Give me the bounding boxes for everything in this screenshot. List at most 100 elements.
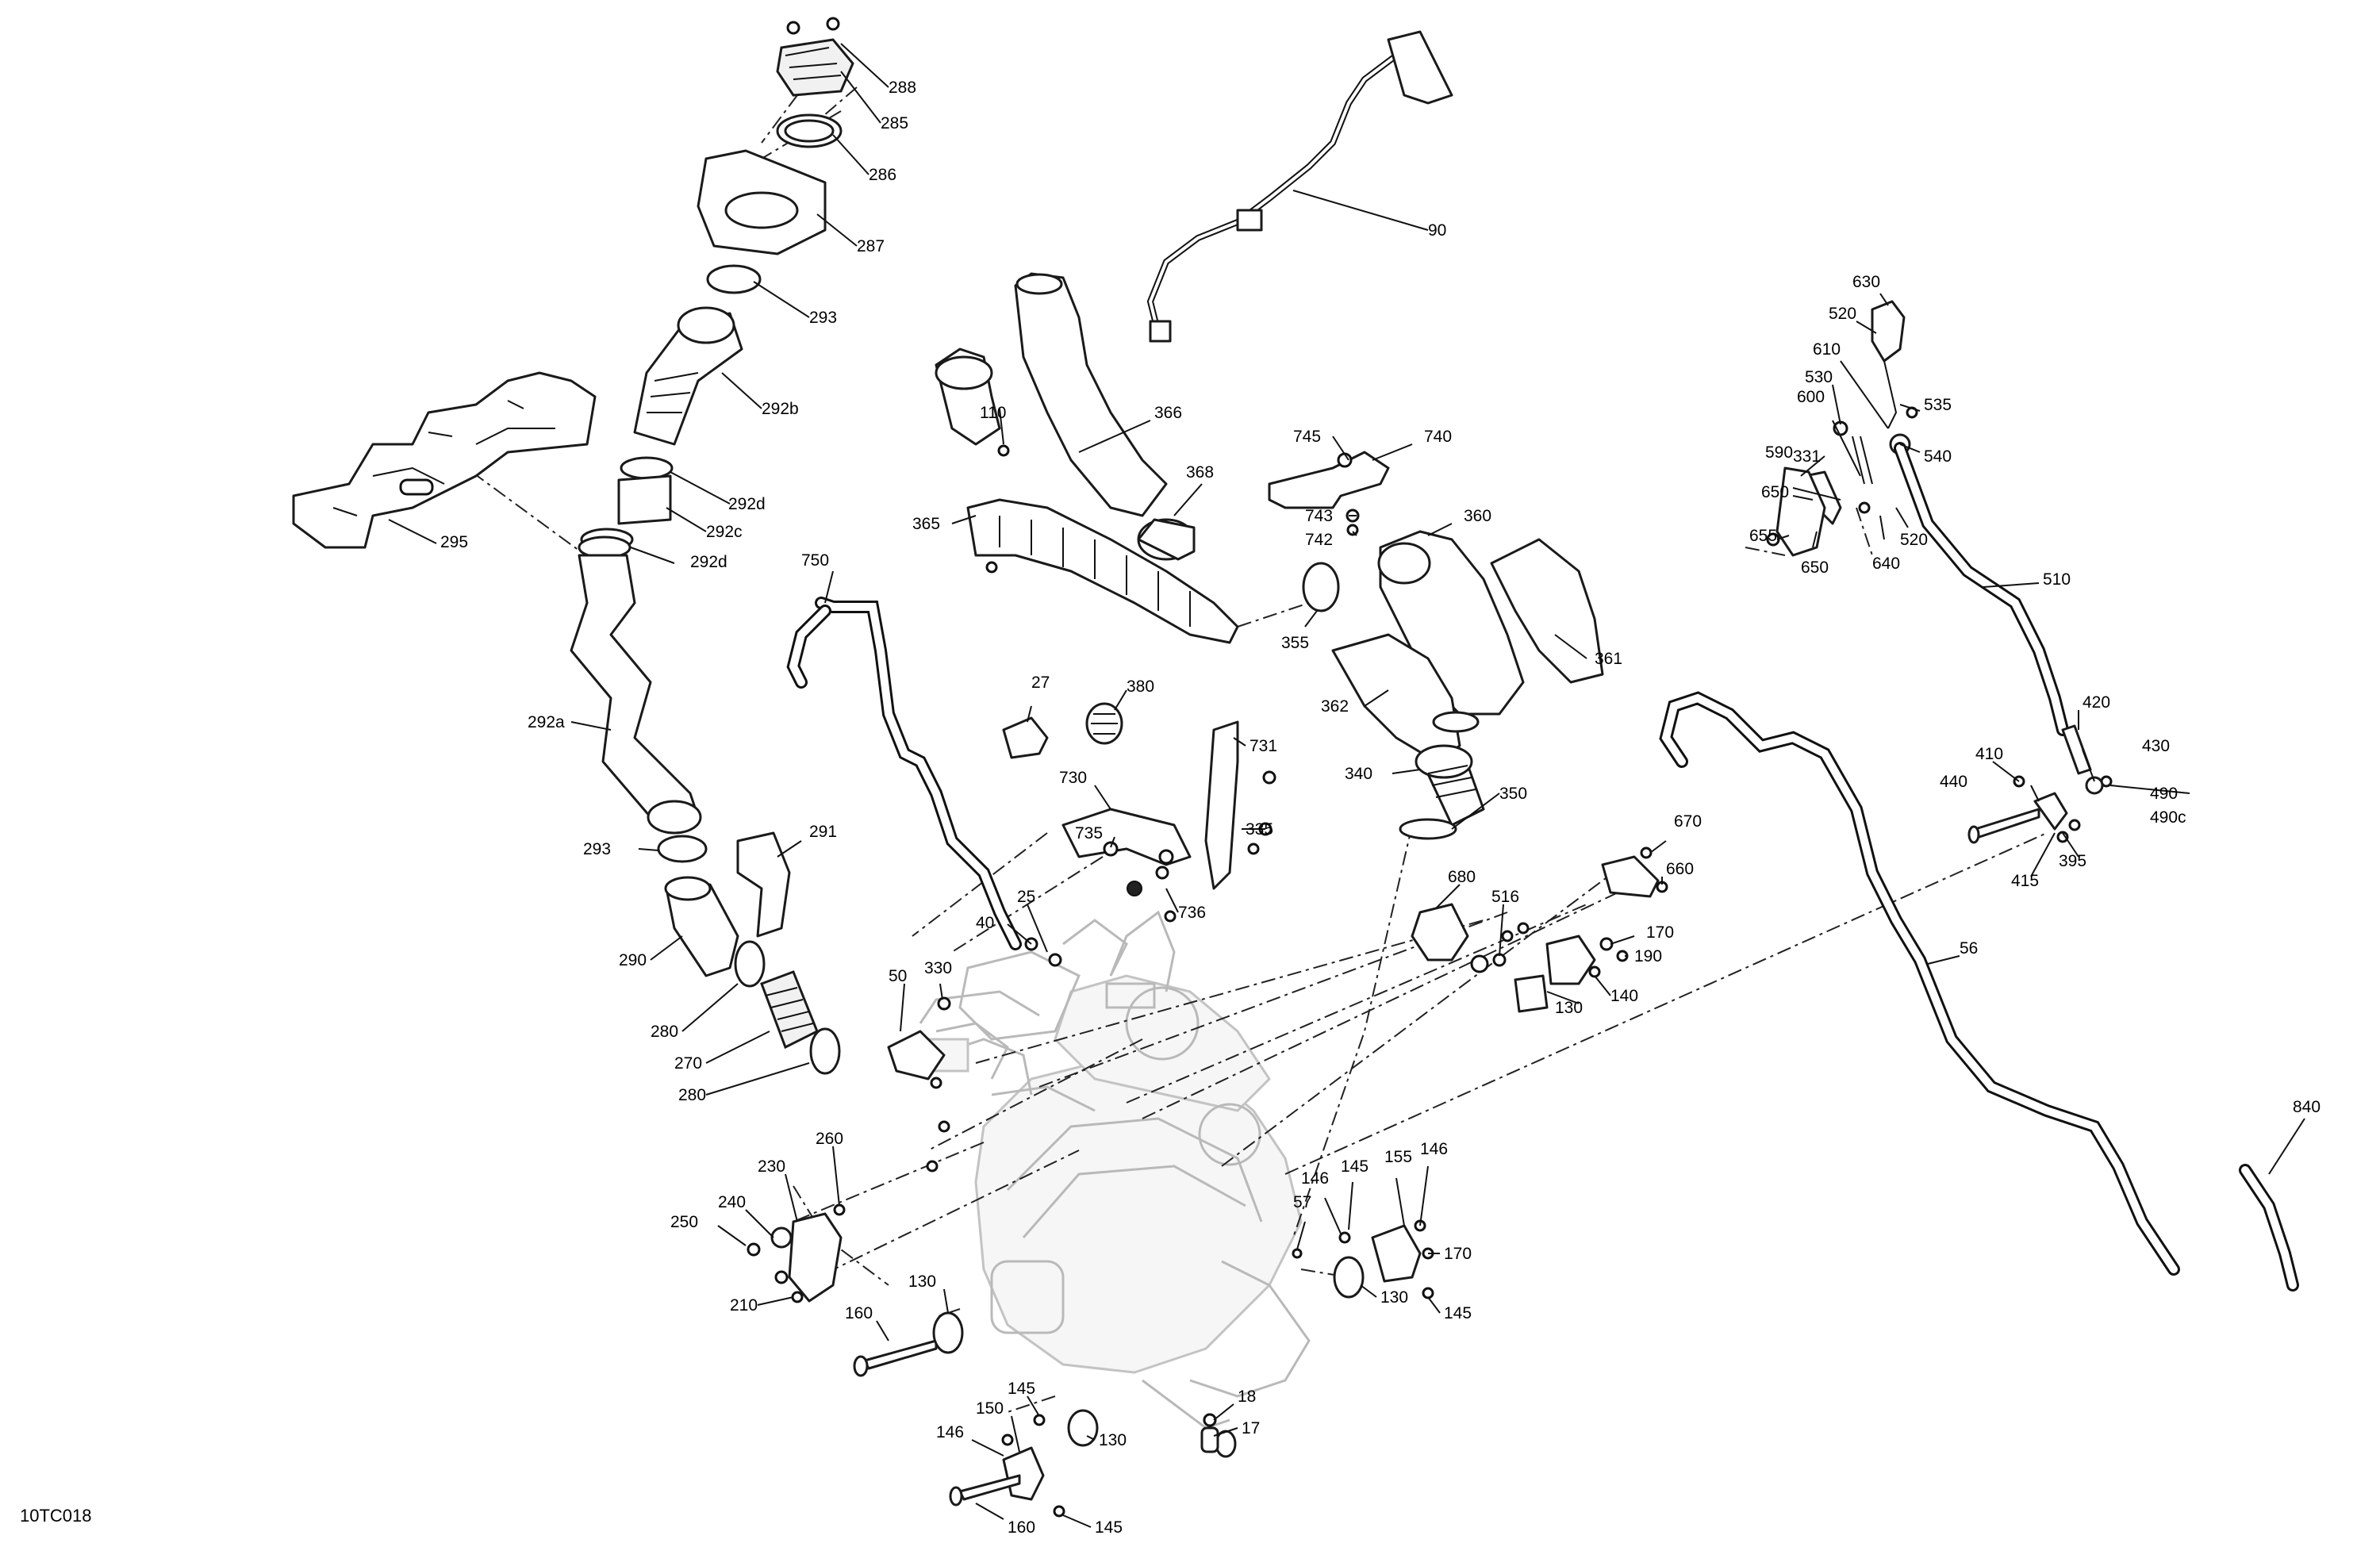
callout-label: 366 xyxy=(1154,404,1182,422)
callout-label: 520 xyxy=(1829,305,1856,323)
callout-label: 160 xyxy=(845,1304,873,1322)
callout-label: 230 xyxy=(758,1157,785,1176)
callout-label: 210 xyxy=(730,1296,758,1315)
callout-label: 130 xyxy=(1380,1288,1408,1307)
callout-label: 630 xyxy=(1852,273,1880,291)
callout-label: 743 xyxy=(1305,507,1333,525)
callout-label: 130 xyxy=(1099,1431,1127,1449)
callout-label: 280 xyxy=(678,1086,706,1104)
callout-label: 293 xyxy=(809,309,837,327)
callout-label: 295 xyxy=(440,533,468,551)
cable-750 xyxy=(786,597,1022,950)
callout-label: 430 xyxy=(2142,737,2170,755)
callout-label: 288 xyxy=(889,79,916,97)
callout-label: 292b xyxy=(762,400,799,418)
callout-label: 742 xyxy=(1305,531,1333,549)
callout-label: 540 xyxy=(1924,447,1952,466)
callout-label: 260 xyxy=(816,1130,843,1148)
callout-label: 18 xyxy=(1238,1388,1256,1406)
callout-label: 355 xyxy=(1281,634,1309,652)
fitting-17-18 xyxy=(1200,1413,1219,1453)
callout-label: 410 xyxy=(1975,745,2003,763)
callout-label: 361 xyxy=(1595,650,1622,668)
callout-label: 640 xyxy=(1872,555,1900,573)
callout-label: 368 xyxy=(1186,463,1214,482)
callout-label: 270 xyxy=(674,1054,702,1073)
callout-label: 510 xyxy=(2043,570,2071,589)
air-intake-assembly xyxy=(570,17,854,1075)
callout-label: 750 xyxy=(801,551,829,570)
callout-label: 290 xyxy=(619,951,647,969)
callout-label: 610 xyxy=(1813,340,1841,359)
callout-label: 110 xyxy=(980,404,1006,422)
callout-label: 40 xyxy=(976,914,994,932)
callout-label: 56 xyxy=(1960,939,1978,958)
callout-label: 240 xyxy=(718,1193,746,1211)
hose-840 xyxy=(2239,1164,2299,1292)
callout-label: 17 xyxy=(1242,1419,1260,1437)
callout-label: 680 xyxy=(1448,868,1476,886)
callout-label: 365 xyxy=(912,515,940,533)
callout-label: 530 xyxy=(1805,368,1833,386)
callout-label: 130 xyxy=(908,1272,936,1291)
callout-label: 331 xyxy=(1793,447,1821,466)
exhaust-assembly xyxy=(935,272,1239,644)
callout-label: 380 xyxy=(1127,677,1154,696)
callout-label: 146 xyxy=(1301,1169,1329,1188)
callout-label: 293 xyxy=(583,840,611,858)
callout-label: 160 xyxy=(1008,1518,1035,1537)
bolt-160-left xyxy=(853,1311,964,1377)
callout-label: 395 xyxy=(2059,852,2086,870)
callout-label: 145 xyxy=(1008,1380,1035,1398)
callout-label: 655 xyxy=(1749,527,1777,545)
callout-label: 600 xyxy=(1797,388,1825,406)
callout-label: 490 xyxy=(2150,785,2178,803)
callout-label: 420 xyxy=(2082,693,2110,712)
figure-id: 10TC018 xyxy=(20,1506,92,1526)
callout-label: 280 xyxy=(651,1023,678,1041)
callout-label: 350 xyxy=(1499,785,1527,803)
callout-label: 360 xyxy=(1464,507,1491,525)
callout-label: 146 xyxy=(936,1423,964,1441)
mount-bottom xyxy=(949,1409,1237,1518)
callout-label: 150 xyxy=(976,1399,1004,1418)
callout-label: 285 xyxy=(881,114,908,132)
callout-label: 650 xyxy=(1761,483,1789,501)
shifter-assembly xyxy=(1766,300,2113,844)
callout-label: 735 xyxy=(1075,824,1103,843)
callout-label: 292d xyxy=(728,495,766,513)
callout-label: 130 xyxy=(1555,999,1583,1017)
callout-label: 145 xyxy=(1444,1304,1472,1322)
callout-label: 25 xyxy=(1017,888,1035,906)
callout-label: 340 xyxy=(1345,765,1372,783)
callout-label: 287 xyxy=(857,237,885,255)
callout-label: 90 xyxy=(1428,221,1446,240)
engine-ghost xyxy=(919,910,1311,1430)
callout-label: 520 xyxy=(1900,531,1928,549)
callout-label: 535 xyxy=(1924,396,1952,414)
callout-label: 170 xyxy=(1444,1245,1472,1263)
callout-label: 291 xyxy=(809,823,837,841)
callout-label: 660 xyxy=(1666,860,1694,878)
callout-label: 286 xyxy=(869,166,896,184)
leader-lines xyxy=(388,43,2305,1528)
mount-right-lower xyxy=(1292,1219,1434,1299)
callout-label: 490c xyxy=(2150,808,2186,827)
callout-label: 740 xyxy=(1424,428,1452,446)
callout-label: 335 xyxy=(1246,820,1273,839)
callout-label: 190 xyxy=(1634,947,1662,965)
callout-label: 155 xyxy=(1384,1148,1412,1166)
callout-label: 50 xyxy=(889,967,907,985)
callout-label: 516 xyxy=(1491,888,1519,906)
callout-labels: 288 285 286 287 293 292b 292d 292c 292d … xyxy=(440,79,2320,1537)
callout-label: 330 xyxy=(924,959,952,977)
callout-label: 745 xyxy=(1293,428,1321,446)
wire-harness-90 xyxy=(1146,30,1453,343)
callout-label: 670 xyxy=(1674,812,1702,831)
callout-label: 145 xyxy=(1341,1157,1368,1176)
bracket-730-731 xyxy=(1061,720,1276,923)
callout-label: 840 xyxy=(2293,1098,2320,1116)
callout-label: 736 xyxy=(1178,904,1206,922)
callout-label: 292d xyxy=(690,553,727,571)
